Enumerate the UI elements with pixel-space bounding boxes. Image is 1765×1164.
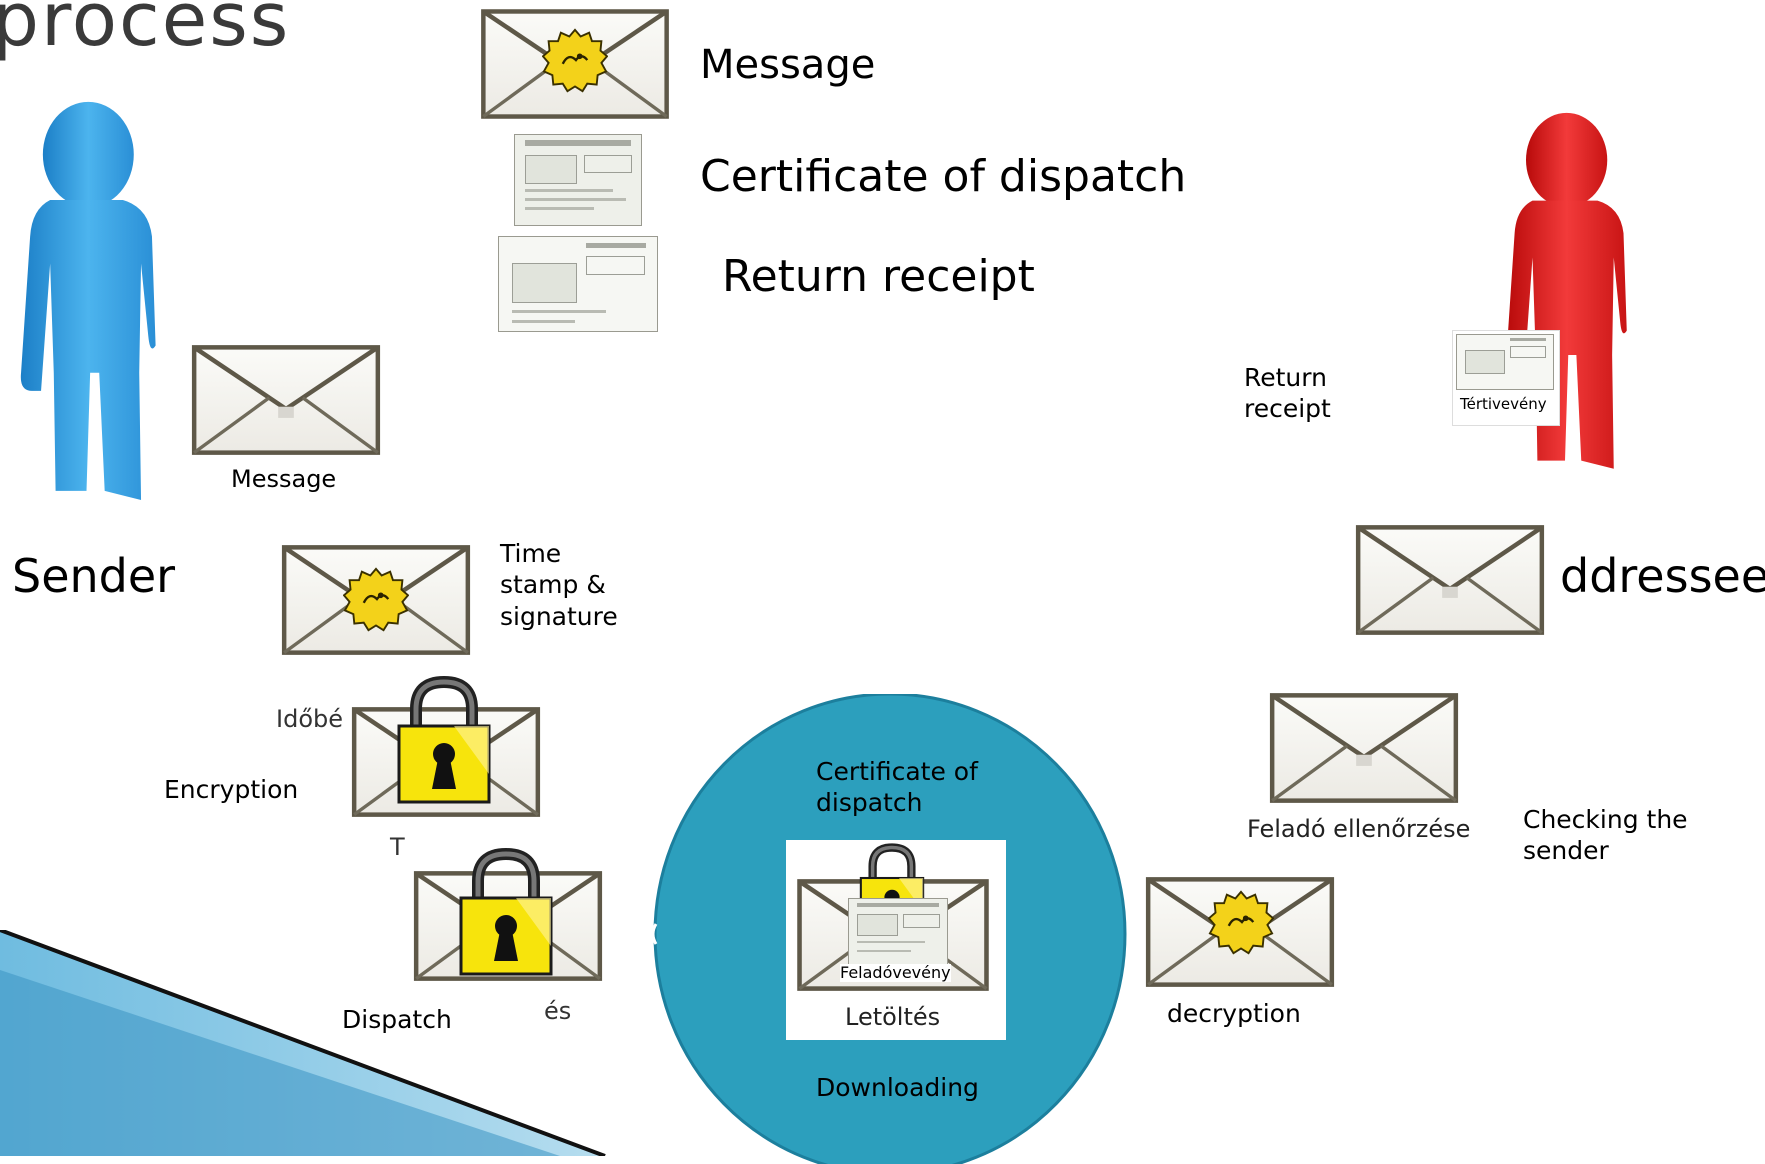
return-receipt-label: Return receipt [1244,363,1331,424]
sender-figure [20,101,156,500]
downloading-label: Downloading [816,1073,979,1102]
decryption-envelope-icon [1144,876,1336,988]
addressee-label: ddressee [1560,549,1765,603]
addressee-envelope-icon [1354,524,1546,636]
slide-title: process [0,0,291,63]
certificate-document-icon [514,134,642,226]
download-doc-hu-label: Feladóvevény [840,963,951,983]
encryption-hu-label: T [390,833,405,861]
lock-icon [394,674,494,804]
timestamp-envelope-icon [280,544,472,656]
envelope-seal-icon [480,8,670,120]
legend-return-receipt: Return receipt [722,251,1035,302]
checking-envelope-icon [1268,692,1460,804]
decorative-band [0,930,606,1156]
timestamp-label: Time stamp & signature [500,539,618,631]
legend-message: Message [700,42,876,88]
message-envelope-icon [190,344,382,456]
checking-label: Checking the sender [1523,805,1688,866]
return-receipt-hu-label: Tértivevény [1460,395,1547,413]
timestamp-hu-label: Időbé [276,705,343,733]
checking-hu-label: Feladó ellenőrzése [1247,815,1471,843]
dispatch-hu-label: és [544,997,572,1025]
encryption-label: Encryption [164,775,299,804]
download-hu-label: Letöltés [845,1003,941,1031]
legend-certificate: Certificate of dispatch [700,151,1187,202]
lock-icon [456,846,556,976]
certificate-document-icon [848,898,948,968]
download-cert-label: Certificate of dispatch [816,757,978,818]
sender-message-label: Message [231,465,337,493]
decryption-label: decryption [1167,999,1301,1028]
return-receipt-document-icon [498,236,658,332]
sender-label: Sender [12,549,176,603]
return-receipt-document-icon [1456,334,1554,390]
dispatch-label: Dispatch [342,1005,452,1034]
